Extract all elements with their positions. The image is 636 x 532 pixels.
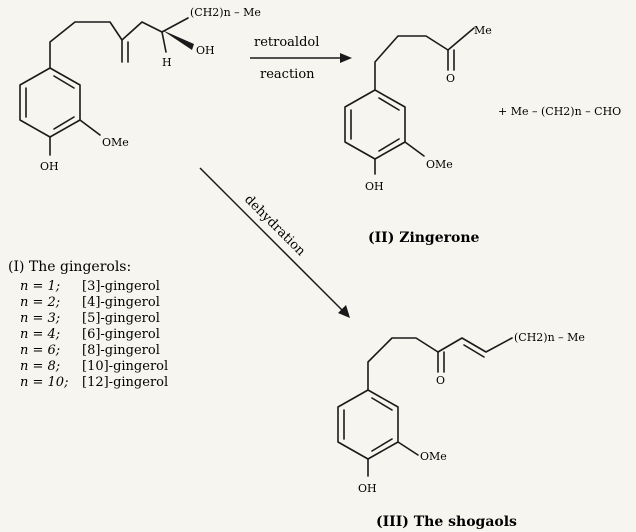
zingerone-o-label: O xyxy=(446,72,455,85)
gingerol-row-n: n = 10; xyxy=(20,375,68,390)
zingerone-me-label: Me xyxy=(474,24,492,37)
shogaol-phenol-label: OH xyxy=(358,482,377,495)
gingerol-row-name: [3]-gingerol xyxy=(82,279,160,294)
gingerol-phenol-label: OH xyxy=(40,160,59,173)
gingerol-ome-label: OMe xyxy=(102,136,129,149)
gingerol-caption: (I) The gingerols: xyxy=(8,259,131,275)
gingerol-row-n: n = 3; xyxy=(20,311,60,326)
shogaol-o-label: O xyxy=(436,374,445,387)
retroaldol-arrow: retroaldol reaction xyxy=(250,35,352,82)
gingerol-structure: (CH2)n – Me OH H OMe OH xyxy=(19,6,261,173)
zingerone-structure: Me O OMe OH xyxy=(344,24,492,193)
gingerol-row-name: [5]-gingerol xyxy=(82,311,160,326)
gingerol-row-name: [4]-gingerol xyxy=(82,295,160,310)
gingerol-row-n: n = 4; xyxy=(20,327,60,342)
shogaol-chain-label: (CH2)n – Me xyxy=(514,331,585,344)
shogaol-structure: (CH2)n – Me O OMe OH xyxy=(337,331,585,495)
retroaldol-label-2: reaction xyxy=(260,67,315,82)
gingerol-benzene-ring xyxy=(19,67,81,138)
shogaol-ome-label: OMe xyxy=(420,450,447,463)
shogaol-caption: (III) The shogaols xyxy=(376,514,517,530)
gingerol-rows: n = 1; [3]-gingerol n = 2; [4]-gingerol n = … xyxy=(20,279,168,390)
gingerol-row-name: [10]-gingerol xyxy=(82,359,168,374)
shogaol-side-chain xyxy=(367,337,513,391)
zingerone-ome-label: OMe xyxy=(426,158,453,171)
zingerone-benzene-ring xyxy=(344,89,406,160)
gingerol-labels: (CH2)n – Me OH H OMe OH xyxy=(40,6,261,173)
gingerol-row-name: [6]-gingerol xyxy=(82,327,160,342)
aldehyde-label: + Me – (CH2)n – CHO xyxy=(498,105,621,118)
gingerol-row-n: n = 1; xyxy=(20,279,60,294)
gingerol-oh-label: OH xyxy=(196,44,215,57)
zingerone-side-chain xyxy=(374,27,475,91)
gingerol-row-name: [12]-gingerol xyxy=(82,375,168,390)
gingerol-row-name: [8]-gingerol xyxy=(82,343,160,358)
gingerol-row-n: n = 6; xyxy=(20,343,60,358)
zingerone-phenol-label: OH xyxy=(365,180,384,193)
gingerol-side-chain xyxy=(49,21,163,69)
gingerol-row-n: n = 2; xyxy=(20,295,60,310)
gingerol-h-label: H xyxy=(162,56,172,69)
dehydration-label: dehydration xyxy=(241,192,308,259)
retroaldol-label-1: retroaldol xyxy=(254,35,319,50)
gingerol-chain-label: (CH2)n – Me xyxy=(190,6,261,19)
zingerone-caption: (II) Zingerone xyxy=(368,230,480,246)
shogaol-labels: (CH2)n – Me O OMe OH xyxy=(358,331,585,495)
shogaol-benzene-ring xyxy=(337,389,399,460)
zingerone-labels: Me O OMe OH xyxy=(365,24,492,193)
dehydration-arrow: dehydration xyxy=(199,167,350,318)
gingerol-row-n: n = 8; xyxy=(20,359,60,374)
